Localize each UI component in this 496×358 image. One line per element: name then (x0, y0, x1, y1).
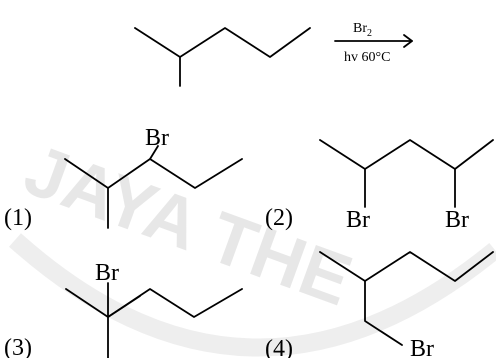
option-1-number: (1) (4, 205, 32, 231)
reaction-arrow-group: Br2 hv 60°C (334, 21, 413, 65)
option-2-br-left: Br (346, 207, 370, 233)
option-3-upper-branch (107, 295, 141, 318)
option-4-number: (4) (265, 336, 293, 358)
option-1: (1) Br (4, 125, 243, 231)
option-4-br: Br (410, 336, 434, 358)
reaction-arrow-head (403, 34, 413, 48)
option-2-number: (2) (265, 205, 293, 231)
option-2-main-chain (319, 139, 494, 170)
reagent-bottom: hv 60°C (344, 50, 390, 65)
option-3-br: Br (95, 260, 119, 286)
option-4-main-chain (319, 251, 494, 282)
reactant-structure (134, 27, 311, 87)
reagent-top: Br2 (353, 21, 372, 39)
option-3-main-chain (65, 288, 243, 318)
watermark-arc (9, 233, 496, 357)
option-4: (4) Br (265, 251, 494, 358)
option-2: (2) Br Br (265, 139, 494, 233)
option-2-br-right: Br (445, 207, 469, 233)
option-3: (3) Br (4, 260, 243, 358)
reactant-chain (134, 27, 311, 58)
option-3-number: (3) (4, 335, 32, 358)
watermark-text: JAYA THE (15, 130, 362, 322)
option-4-bromomethyl-branch (364, 280, 403, 346)
watermark: JAYA THE (9, 130, 496, 357)
option-1-br-bond (149, 145, 159, 160)
